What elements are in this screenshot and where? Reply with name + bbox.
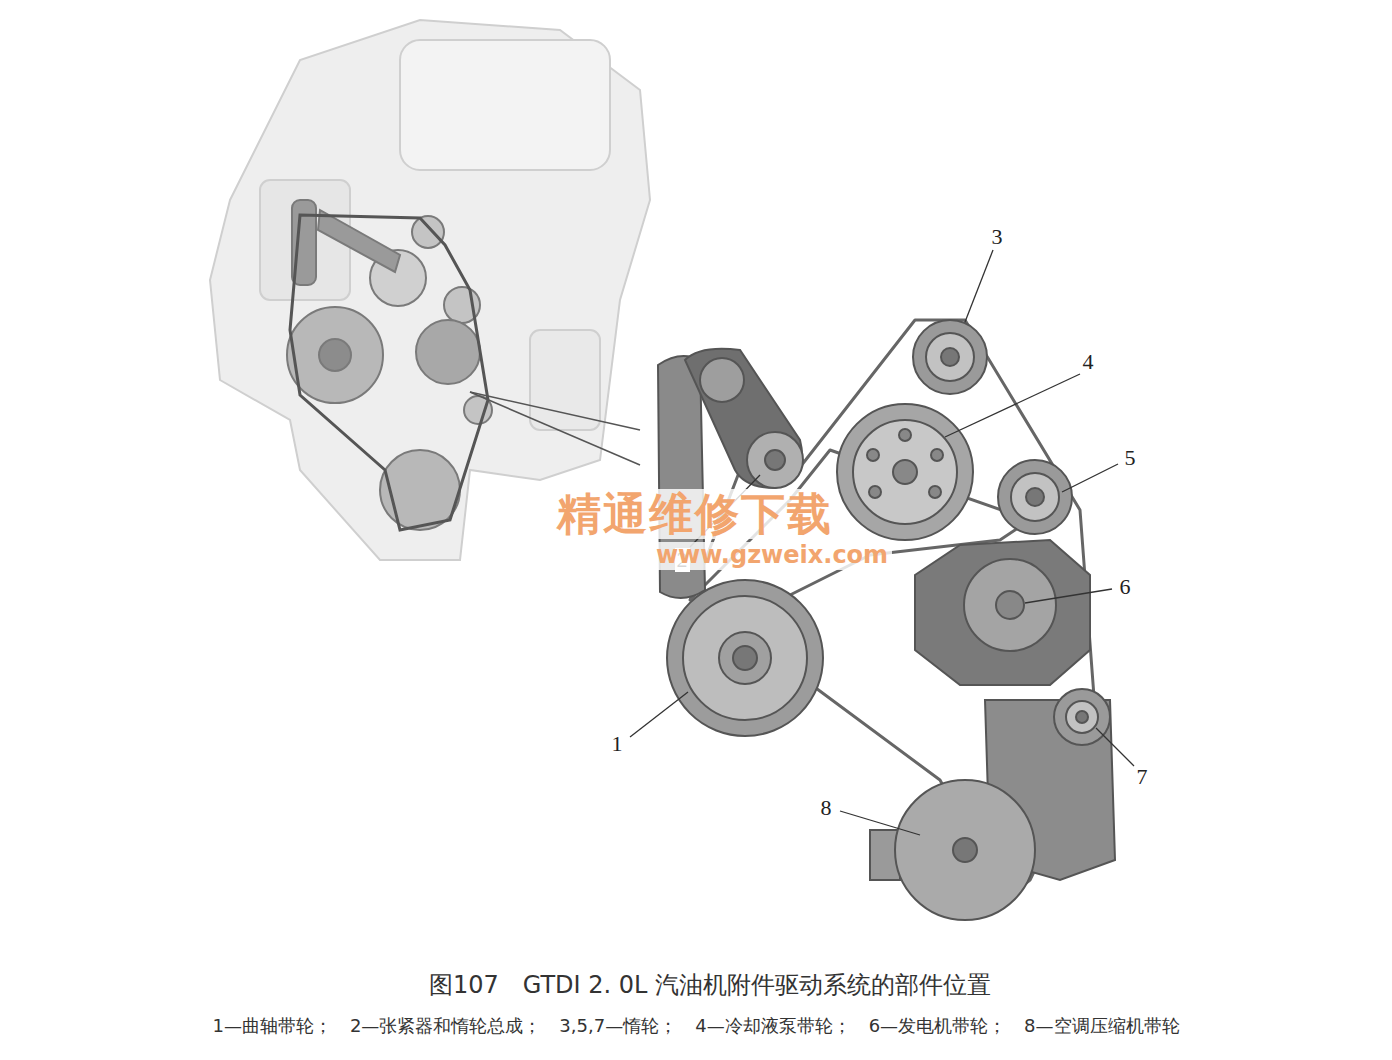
callout-number: 6 — [1118, 575, 1133, 599]
part-key: 1—曲轴带轮； 2—张紧器和惰轮总成； 3,5,7—惰轮； 4—冷却液泵带轮； … — [212, 1014, 1179, 1038]
watermark-url: www.gzweix.com — [652, 542, 892, 570]
engine-belt — [290, 215, 488, 530]
idler-pulley — [1054, 689, 1110, 745]
leader-lines — [630, 250, 1134, 835]
idler-pulley — [998, 460, 1072, 534]
callout-number: 1 — [610, 732, 625, 756]
ac-compressor — [870, 700, 1115, 920]
callout-number: 8 — [819, 796, 834, 820]
engine-pulleys — [287, 200, 492, 530]
pointer-line — [470, 392, 640, 465]
callout-number: 3 — [990, 225, 1005, 249]
alternator — [915, 540, 1090, 685]
watermark: 精通维修下载 — [553, 489, 837, 540]
callout-number: 7 — [1135, 765, 1150, 789]
callout-number: 4 — [1081, 350, 1096, 374]
water-pump-pulley — [837, 404, 973, 540]
crankshaft-pulley — [667, 580, 823, 736]
callout-number: 5 — [1123, 446, 1138, 470]
idler-pulley — [913, 320, 987, 394]
figure-caption: 图107 GTDI 2. 0L 汽油机附件驱动系统的部件位置 — [429, 969, 991, 1001]
engine-block — [210, 20, 650, 560]
pointer-line — [470, 392, 640, 430]
